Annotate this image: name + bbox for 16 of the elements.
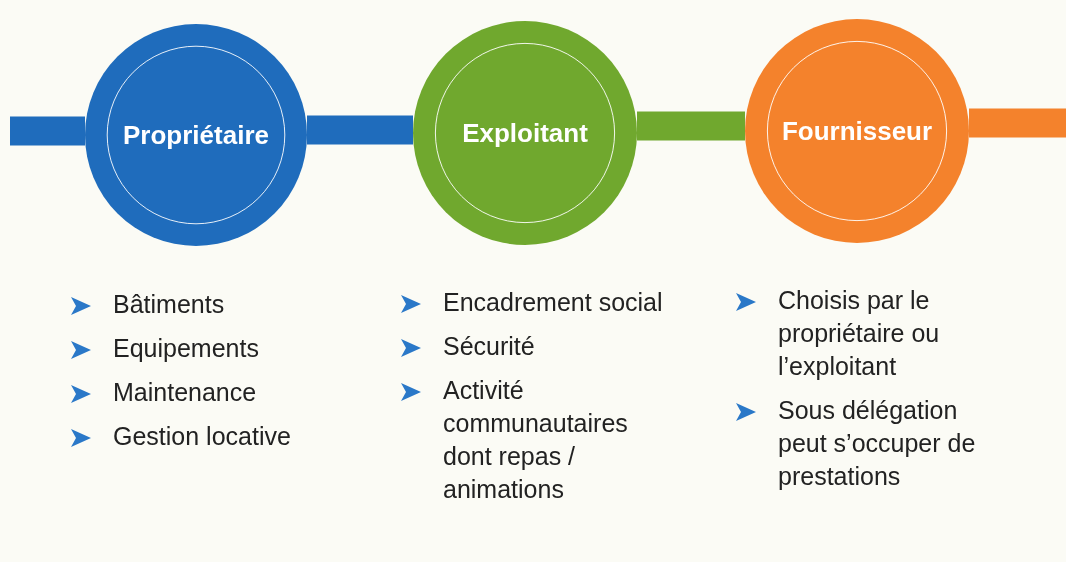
- connector-bar: [637, 111, 745, 141]
- bullet-text: Maintenance: [113, 377, 257, 408]
- bullet-text: Bâtiments: [113, 289, 225, 320]
- bullet-text: Encadrement social: [443, 287, 663, 318]
- bullet-text: Sous délégation peut s’occuper de prestations: [778, 395, 977, 492]
- connector-bar: [307, 115, 413, 145]
- connector-bar: [969, 108, 1066, 138]
- bullet-text: Gestion locative: [113, 421, 291, 452]
- bullet-text: Activité communautaires dont repas / animations: [443, 375, 629, 505]
- bullet-text: Choisis par le propriétaire ou l’exploitant: [778, 285, 941, 382]
- role-title: Exploitant: [462, 117, 588, 149]
- bullet-text: Sécurité: [443, 331, 535, 362]
- role-title: Fournisseur: [781, 115, 933, 147]
- connector-bar: [10, 116, 85, 146]
- bullet-text: Equipements: [113, 333, 259, 364]
- role-title: Propriétaire: [123, 119, 269, 151]
